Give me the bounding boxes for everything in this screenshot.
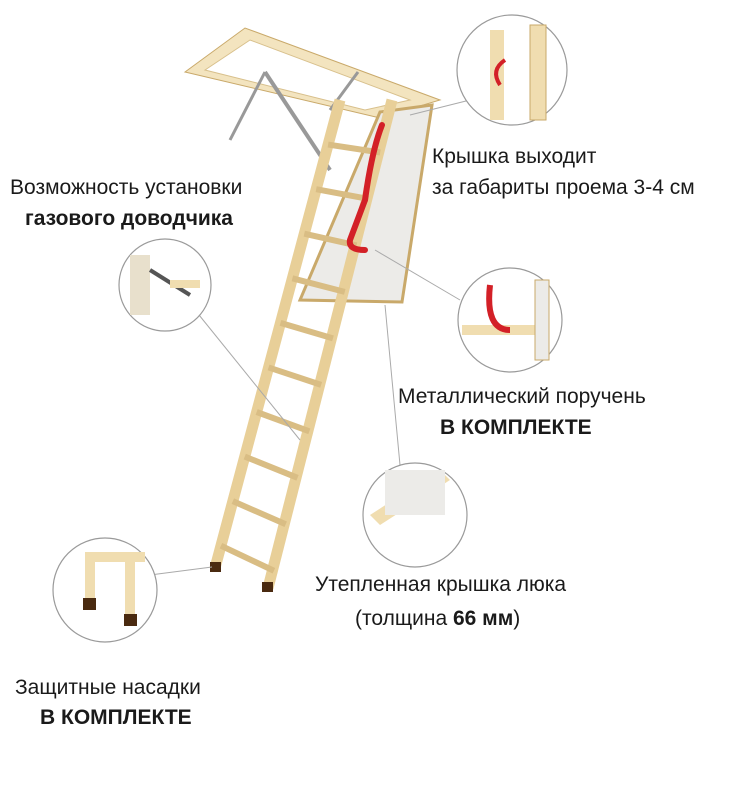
ladder-rung xyxy=(243,453,299,481)
callout-handrail-line1: Металлический поручень xyxy=(398,385,646,408)
callout-insulated-lid-line2: (толщина 66 мм) xyxy=(355,604,520,634)
ladder-rung xyxy=(219,543,276,574)
foot-cap xyxy=(262,582,273,592)
detail-handrail xyxy=(462,279,550,361)
ladder-rung xyxy=(315,186,369,202)
ladder-rung xyxy=(291,275,346,295)
callout-feet-caps-line2: В КОМПЛЕКТЕ xyxy=(40,706,192,729)
ladder-rung xyxy=(279,319,334,342)
ladder-rung xyxy=(267,364,323,388)
thickness-suffix: ) xyxy=(513,607,521,630)
ladder-rail-left xyxy=(209,98,346,570)
detail-circle-lid-overhang xyxy=(456,14,568,126)
hinge-arm xyxy=(263,70,332,172)
callout-lid-overhang-line1: Крышка выходит xyxy=(432,145,597,168)
leader-line xyxy=(384,304,401,466)
leader-line xyxy=(374,249,461,301)
ladder-rung xyxy=(255,409,311,435)
hatch-opening xyxy=(203,39,412,111)
callout-feet-caps-line1: Защитные насадки xyxy=(15,676,201,699)
ladder-rung xyxy=(231,498,287,528)
detail-lid xyxy=(370,470,450,525)
callout-gas-closer-line2: газового доводчика xyxy=(25,207,233,230)
callout-gas-closer-line1: Возможность установки xyxy=(10,176,243,199)
thickness-value: 66 мм xyxy=(452,607,514,630)
foot-cap xyxy=(210,562,221,572)
detail-lid-overhang xyxy=(490,24,547,121)
callout-lid-overhang-line2: за габариты проема 3-4 см xyxy=(432,176,695,199)
leader-line xyxy=(409,99,471,116)
detail-feet xyxy=(83,552,145,626)
callout-insulated-lid-line1: Утепленная крышка люка xyxy=(315,573,567,596)
ladder-rail-right xyxy=(262,98,398,590)
thickness-prefix: (толщина xyxy=(355,607,453,630)
leader-line xyxy=(194,309,301,441)
leader-line xyxy=(149,566,213,576)
hinge-arm xyxy=(228,71,267,141)
callout-handrail-line2: В КОМПЛЕКТЕ xyxy=(440,416,592,439)
ladder-rungs xyxy=(219,141,381,574)
detail-gas-closer xyxy=(130,255,200,315)
metal-handrail xyxy=(346,122,385,253)
